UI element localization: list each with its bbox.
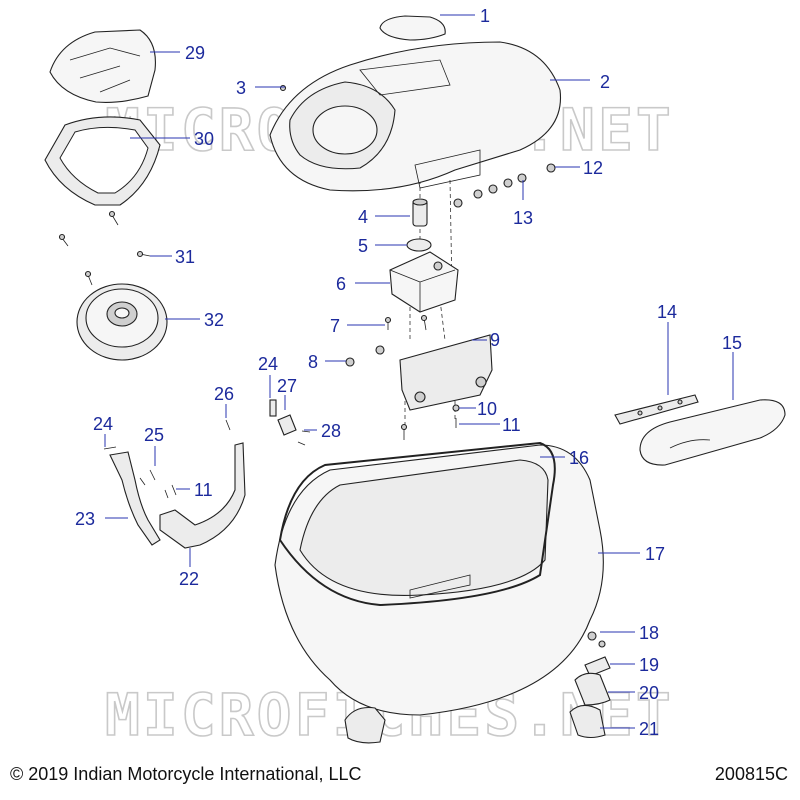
- part-7-screws: [384, 314, 428, 331]
- part-9-bracket: [399, 334, 493, 411]
- callout-30: 30: [194, 129, 214, 149]
- callout-25: 25: [144, 425, 164, 445]
- callout-29: 29: [185, 43, 205, 63]
- part-29-speaker-cover: [49, 29, 156, 103]
- callout-14: 14: [657, 302, 677, 322]
- callout-32: 32: [204, 310, 224, 330]
- callout-11-b: 11: [194, 480, 213, 500]
- callout-17: 17: [645, 544, 665, 564]
- part-6-latch-housing: [389, 251, 459, 313]
- leader-lines: [104, 14, 734, 729]
- part-16-seal: [278, 441, 556, 607]
- part-2-trunk-lid: [269, 41, 562, 192]
- copyright-text: © 2019 Indian Motorcycle International, …: [10, 764, 362, 784]
- callout-24-a: 24: [93, 414, 113, 434]
- diagram-id: 200815C: [714, 764, 788, 784]
- callout-23: 23: [75, 509, 95, 529]
- part-3-bolt: [279, 84, 287, 92]
- part-18-21-hinge-parts: [344, 631, 611, 744]
- callout-7: 7: [330, 316, 340, 336]
- part-12-13-nuts: [453, 163, 556, 208]
- callout-27: 27: [277, 376, 297, 396]
- part-17-trunk-body: [274, 444, 604, 716]
- part-8-bushings: [345, 345, 385, 367]
- callout-26: 26: [214, 384, 234, 404]
- callout-9: 9: [490, 330, 500, 350]
- callout-10: 10: [477, 399, 497, 419]
- callout-22: 22: [179, 569, 199, 589]
- callout-8: 8: [308, 352, 318, 372]
- callout-28: 28: [321, 421, 341, 441]
- callout-19: 19: [639, 655, 659, 675]
- part-5-grommet: [406, 238, 432, 252]
- part-24-28-small-hardware: [103, 399, 311, 499]
- callout-31: 31: [175, 247, 195, 267]
- callout-20: 20: [639, 683, 659, 703]
- callout-13: 13: [513, 208, 533, 228]
- callout-2: 2: [600, 72, 610, 92]
- part-31-screws: [58, 210, 151, 286]
- callout-16: 16: [569, 448, 589, 468]
- callout-1: 1: [480, 6, 490, 26]
- callout-4: 4: [358, 207, 368, 227]
- part-22-23-support-frames: [109, 442, 246, 549]
- callout-24-b: 24: [258, 354, 278, 374]
- part-1-lid-insert: [379, 15, 446, 41]
- callout-6: 6: [336, 274, 346, 294]
- part-15-trim: [639, 399, 786, 466]
- callout-3: 3: [236, 78, 246, 98]
- callouts: 1 2 3 4 5 6 7 8 9 10 11 11 12 13 14 15 1…: [75, 6, 742, 739]
- part-14-hinge: [614, 394, 699, 425]
- callout-18: 18: [639, 623, 659, 643]
- callout-21: 21: [639, 719, 659, 739]
- callout-11-a: 11: [502, 415, 521, 435]
- callout-15: 15: [722, 333, 742, 353]
- part-30-trim-ring: [44, 116, 161, 206]
- part-4-post: [412, 198, 428, 227]
- callout-12: 12: [583, 158, 603, 178]
- callout-5: 5: [358, 236, 368, 256]
- part-32-speaker: [76, 283, 168, 361]
